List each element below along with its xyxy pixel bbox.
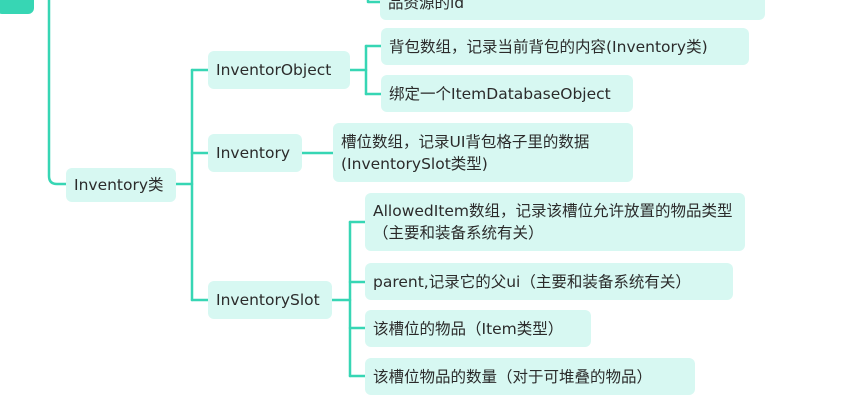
root-node-partial xyxy=(0,0,34,14)
node-inventor-object: InventorObject xyxy=(208,51,350,89)
node-allowed-item: AllowedItem数组，记录该槽位允许放置的物品类型（主要和装备系统有关） xyxy=(365,193,745,251)
node-slot-amount: 该槽位物品的数量（对于可堆叠的物品） xyxy=(365,358,695,395)
node-parent: parent,记录它的父ui（主要和装备系统有关） xyxy=(365,263,733,300)
node-inventory: Inventory xyxy=(208,134,302,172)
node-top-partial: 品资源的id xyxy=(380,0,765,20)
node-bag-array: 背包数组，记录当前背包的内容(Inventory类) xyxy=(381,28,749,65)
node-inventory-slot: InventorySlot xyxy=(208,281,332,319)
edge-root-inventory-class xyxy=(47,0,68,186)
node-slot-array: 槽位数组，记录UI背包格子里的数据(InventorySlot类型) xyxy=(333,123,633,182)
edge-top-partial xyxy=(366,0,382,4)
node-bind-item-database: 绑定一个ItemDatabaseObject xyxy=(381,75,633,112)
node-slot-item: 该槽位的物品（Item类型） xyxy=(365,310,591,347)
node-inventory-class: Inventory类 xyxy=(66,168,176,202)
